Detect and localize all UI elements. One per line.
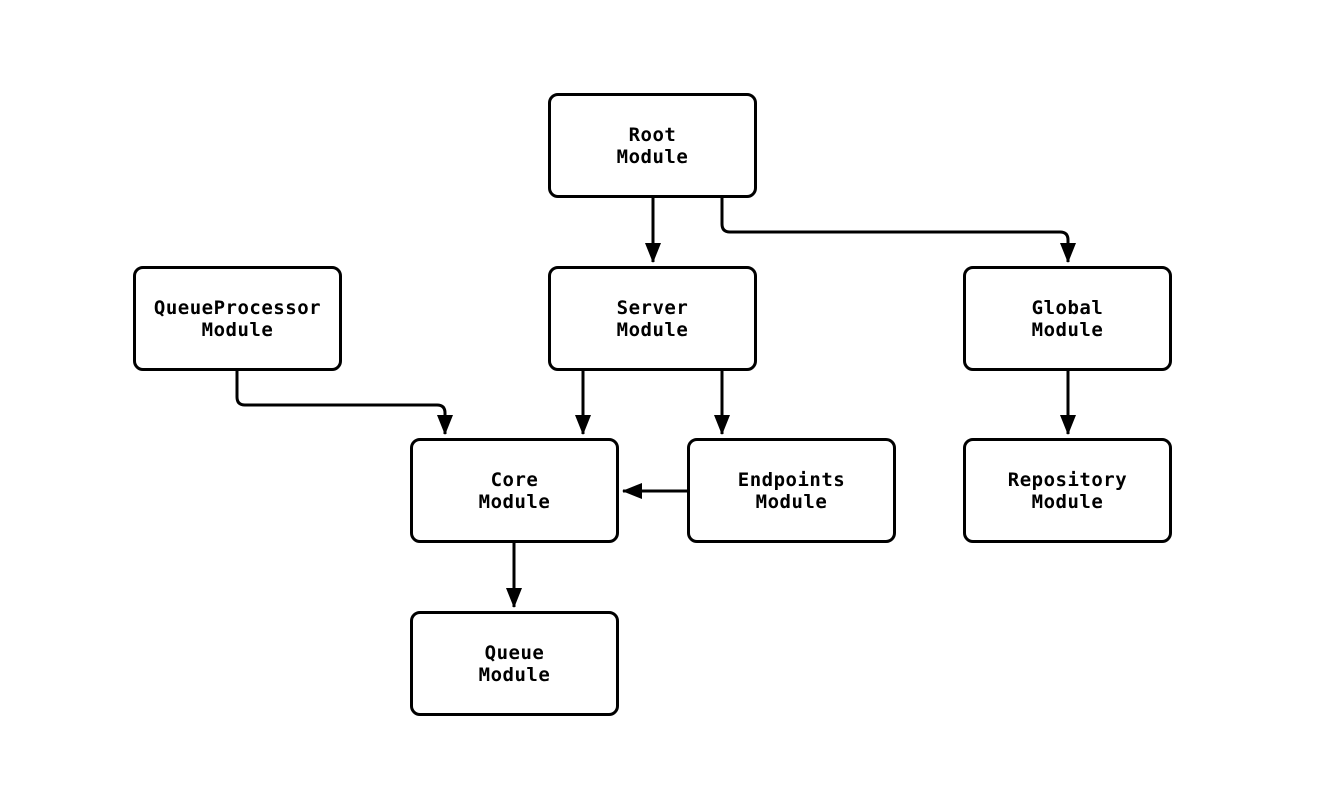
node-server-module: Server Module [548,266,757,371]
edge-root-to-global [720,198,1076,263]
node-root-module: Root Module [548,93,757,198]
node-endpoints-module: Endpoints Module [687,438,896,543]
node-repository-module: Repository Module [963,438,1172,543]
node-queueprocessor-module-label: QueueProcessor Module [153,296,322,341]
node-server-module-label: Server Module [616,296,689,341]
edge-queueprocessor-to-core [235,371,453,435]
node-queueprocessor-module: QueueProcessor Module [133,266,342,371]
node-root-module-label: Root Module [616,123,689,168]
node-global-module: Global Module [963,266,1172,371]
node-queue-module-label: Queue Module [478,641,551,686]
node-endpoints-module-label: Endpoints Module [737,468,846,513]
node-global-module-label: Global Module [1031,296,1104,341]
node-repository-module-label: Repository Module [1007,468,1128,513]
node-queue-module: Queue Module [410,611,619,716]
node-core-module-label: Core Module [478,468,551,513]
node-core-module: Core Module [410,438,619,543]
